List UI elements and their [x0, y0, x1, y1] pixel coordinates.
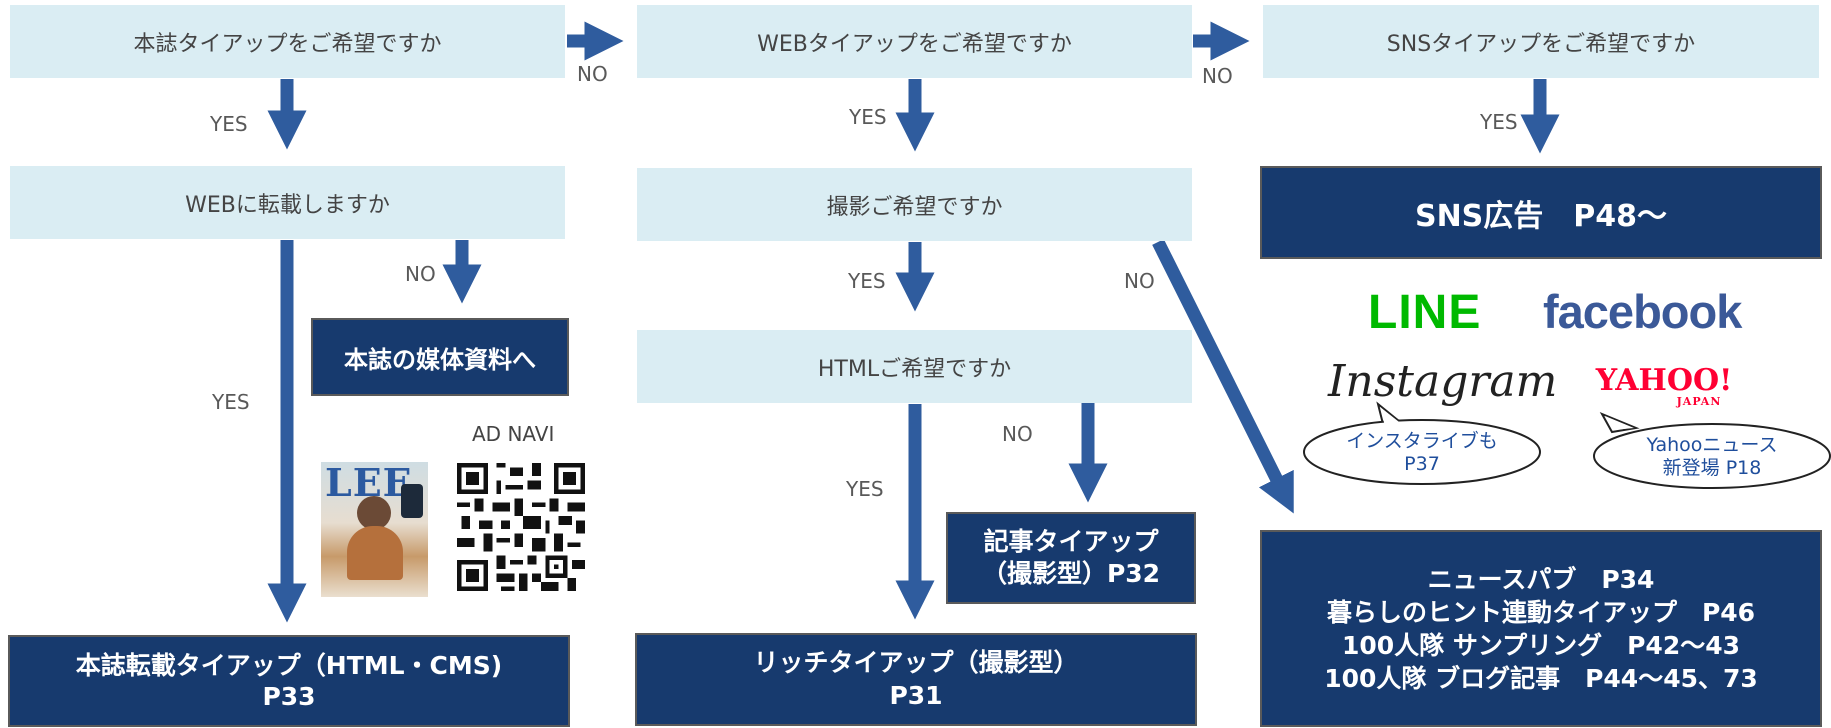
label-yes-q2: YES	[212, 390, 250, 414]
result-news-line4: 100人隊 ブログ記事 P44～45、73	[1324, 663, 1758, 693]
result-sns-ad-text: SNS広告 P48～	[1414, 198, 1668, 234]
question-html: HTMLご希望ですか	[637, 330, 1192, 403]
result-news-and-more: ニュースパブ P34 暮らしのヒント連動タイアップ P46 100人隊 サンプリ…	[1260, 530, 1822, 727]
bubble-yahoo-text: Yahooニュース 新登場 P18	[1594, 432, 1830, 482]
label-yes-q6: YES	[1480, 110, 1518, 134]
label-no-q3: NO	[1202, 64, 1233, 88]
label-yes-q4: YES	[848, 269, 886, 293]
instagram-logo: Instagram	[1328, 356, 1558, 407]
label-no-q5: NO	[1002, 422, 1033, 446]
question-photo-shoot: 撮影ご希望ですか	[637, 168, 1192, 241]
bubble-yahoo-line2: 新登場 P18	[1662, 457, 1762, 479]
label-yes-q1: YES	[210, 112, 248, 136]
bubble-instagram-text: インスタライブも P37	[1304, 428, 1540, 478]
result-reprint-tieup-line1: 本誌転載タイアップ（HTML・CMS)	[75, 650, 503, 680]
result-reprint-tieup: 本誌転載タイアップ（HTML・CMS) P33	[8, 635, 570, 727]
bubble-instagram-shape	[1303, 419, 1541, 485]
line-logo: LINE	[1368, 286, 1482, 339]
result-news-line1: ニュースパブ P34	[1427, 564, 1655, 594]
label-no-q2: NO	[405, 262, 436, 286]
label-no-q1: NO	[577, 62, 608, 86]
bubble-yahoo-line1: Yahooニュース	[1646, 434, 1778, 457]
qr-code-image	[457, 463, 585, 591]
yahoo-japan-logo: YAHOO! JAPAN	[1584, 363, 1744, 408]
result-sns-ad: SNS広告 P48～	[1260, 166, 1822, 259]
facebook-logo: facebook	[1543, 285, 1742, 338]
question-web-tieup: WEBタイアップをご希望ですか	[637, 5, 1192, 78]
result-article-tieup-line2: （撮影型）P32	[981, 559, 1161, 588]
label-yes-q5: YES	[846, 477, 884, 501]
ad-navi-label: AD NAVI	[472, 422, 555, 446]
result-rich-tieup-line2: P31	[889, 680, 943, 710]
yahoo-logo-subtext: JAPAN	[1676, 395, 1722, 408]
question-web-reprint: WEBに転載しますか	[10, 166, 565, 239]
bubble-yahoo-shape	[1593, 423, 1831, 489]
label-no-q4: NO	[1124, 269, 1155, 293]
result-article-tieup-line1: 記事タイアップ	[983, 526, 1159, 556]
magazine-cover-image: LEE	[321, 462, 428, 597]
question-sns-tieup: SNSタイアップをご希望ですか	[1263, 5, 1819, 78]
result-news-line3: 100人隊 サンプリング P42～43	[1341, 630, 1741, 660]
arrow-q4-r6	[1152, 239, 1294, 514]
result-news-line2: 暮らしのヒント連動タイアップ P46	[1326, 597, 1756, 627]
bubble-instagram-line1: インスタライブも	[1346, 430, 1498, 453]
label-yes-q3: YES	[849, 105, 887, 129]
yahoo-logo-text: YAHOO!	[1595, 363, 1733, 398]
result-media-kit-text: 本誌の媒体資料へ	[344, 345, 536, 374]
result-reprint-tieup-line2: P33	[262, 682, 316, 711]
result-rich-tieup: リッチタイアップ（撮影型） P31	[635, 633, 1197, 726]
bubble-instagram-line2: P37	[1404, 453, 1440, 475]
question-magazine-tieup: 本誌タイアップをご希望ですか	[10, 5, 565, 78]
result-article-tieup: 記事タイアップ （撮影型）P32	[946, 512, 1196, 604]
result-rich-tieup-line1: リッチタイアップ（撮影型）	[753, 648, 1079, 677]
result-media-kit: 本誌の媒体資料へ	[311, 318, 569, 396]
